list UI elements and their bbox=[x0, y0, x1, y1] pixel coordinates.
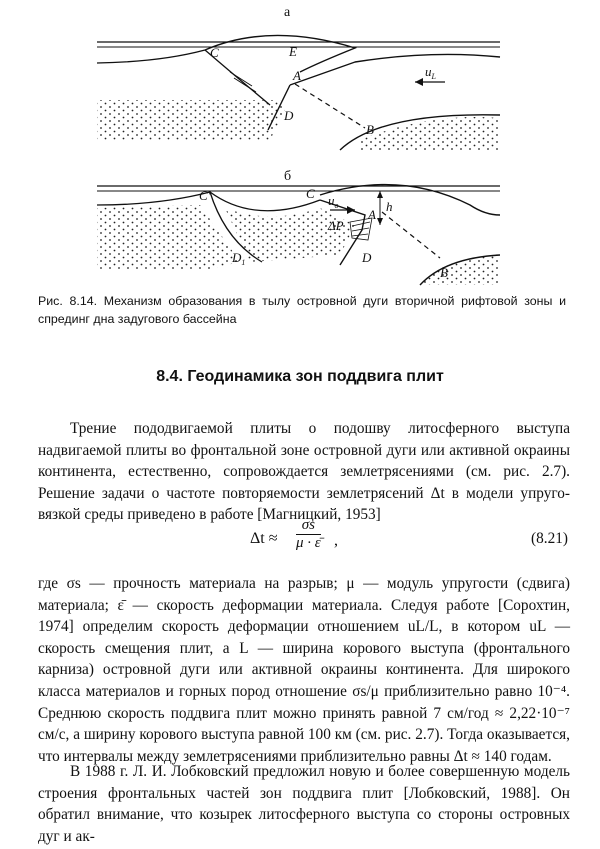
fault-c-prime-d1 bbox=[209, 191, 263, 263]
hatch-2 bbox=[351, 227, 370, 232]
sediment-left bbox=[97, 100, 285, 140]
lens-top bbox=[204, 34, 358, 73]
label-b-dp: ΔP bbox=[327, 218, 344, 233]
paragraph-3: В 1988 г. Л. И. Лобковский предложил нов… bbox=[38, 763, 570, 845]
panel-a-label: а bbox=[284, 5, 291, 20]
label-a-ul: uL bbox=[425, 64, 437, 81]
formula-comma: , bbox=[334, 532, 338, 549]
seafloor-b-left bbox=[96, 191, 211, 206]
h-arrowhead-top bbox=[377, 191, 383, 198]
label-b-uo: uo bbox=[328, 193, 339, 210]
label-b-d: D bbox=[361, 250, 372, 265]
formula-numerator: σs bbox=[296, 517, 321, 535]
figure-rift-mechanism: а C E A D B uL б bbox=[96, 5, 501, 286]
label-a-a: A bbox=[292, 68, 301, 83]
hatch-3 bbox=[351, 233, 369, 237]
plate-edge-a-d bbox=[267, 84, 291, 131]
dashed-line-b bbox=[381, 211, 441, 259]
stress-zone bbox=[349, 217, 373, 241]
section-title: 8.4. Геодинамика зон поддвига плит bbox=[156, 368, 444, 385]
plate-b-edge bbox=[319, 199, 366, 266]
label-b-h: h bbox=[386, 199, 393, 214]
formula-number: (8.21) bbox=[531, 530, 568, 547]
panel-b-label: б bbox=[284, 169, 291, 184]
formula-denominator: μ · ε̄ bbox=[296, 535, 321, 551]
sediment-right bbox=[360, 116, 500, 150]
label-b-a: A bbox=[367, 207, 376, 222]
figure-caption: Рис. 8.14. Механизм образования в тылу о… bbox=[38, 294, 566, 326]
plate-top bbox=[289, 53, 501, 86]
panel-b: б C' C uo A h ΔP D1 D B bbox=[96, 169, 501, 286]
label-a-c: C bbox=[210, 45, 219, 60]
paragraph-2: где σs — прочность материала на разрыв; … bbox=[38, 575, 570, 765]
formula-lhs: Δt ≈ bbox=[250, 530, 278, 547]
uL-arrowhead bbox=[415, 78, 423, 86]
subducting-plate-b bbox=[339, 114, 501, 151]
h-arrowhead-bottom bbox=[377, 218, 383, 225]
fault-c-d bbox=[204, 49, 271, 106]
panel-a: а C E A D B uL bbox=[96, 5, 501, 151]
label-b-b: B bbox=[440, 265, 448, 280]
seafloor-left bbox=[96, 49, 206, 64]
subducting-plate-b-2 bbox=[419, 254, 501, 286]
label-b-c-prime: C' bbox=[199, 188, 211, 203]
formula-8-21: Δt ≈ σs μ · ε̄ , (8.21) bbox=[0, 516, 600, 566]
uo-arrowhead bbox=[347, 206, 355, 214]
sediment-b-left bbox=[97, 205, 240, 270]
sediment-b-basin bbox=[225, 208, 355, 262]
label-a-d: D bbox=[283, 108, 294, 123]
label-a-b: B bbox=[366, 122, 374, 137]
formula-fraction: σs μ · ε̄ bbox=[296, 517, 321, 552]
paragraph-1: Трение пододвигаемой плиты о подошву лит… bbox=[38, 420, 570, 524]
hatch-1 bbox=[351, 221, 371, 227]
dashed-line-a-b bbox=[294, 83, 366, 129]
shear-arrow-2 bbox=[233, 77, 257, 93]
shear-arrow-1 bbox=[229, 71, 253, 87]
label-b-c: C bbox=[306, 186, 315, 201]
plate-b-top bbox=[319, 183, 501, 216]
basin-floor bbox=[209, 191, 321, 212]
label-b-d1: D1 bbox=[231, 250, 245, 267]
sediment-b-right bbox=[420, 255, 500, 285]
label-a-e: E bbox=[288, 44, 297, 59]
